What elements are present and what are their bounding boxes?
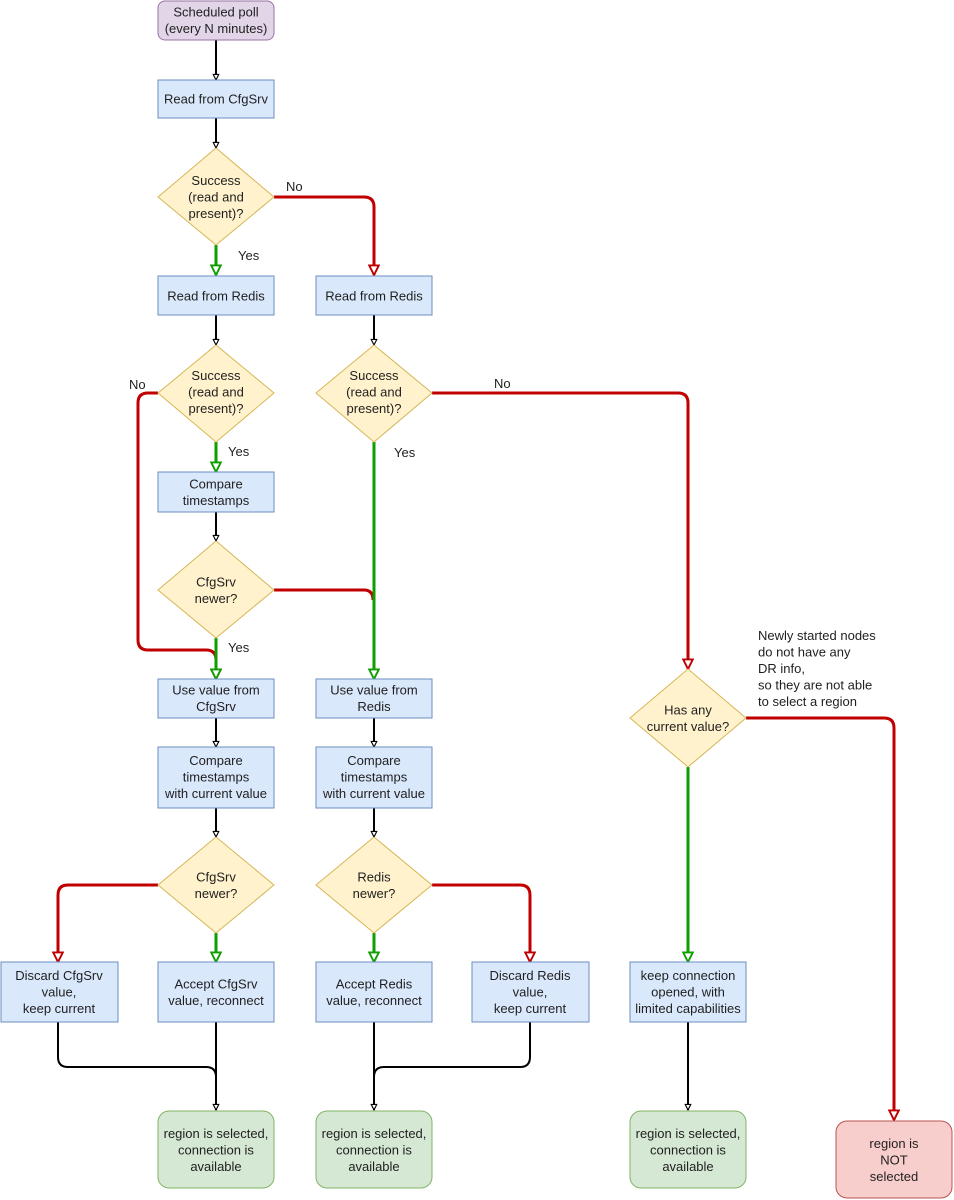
compare-current-left-box	[157, 746, 275, 809]
keep-connection-box	[629, 961, 747, 1023]
cfg-newer2-decision	[157, 836, 275, 934]
end-selected-1	[157, 1110, 275, 1189]
use-cfgsrv-box	[157, 678, 275, 719]
edge-label-lbl-yes-4: Yes	[228, 640, 250, 655]
use-redis-box	[315, 678, 433, 719]
accept-cfgsrv-box	[157, 961, 275, 1023]
edge-label-lbl-no-2: No	[129, 377, 146, 392]
edge-redis-left-no	[136, 391, 216, 679]
edge-label-lbl-no-1: No	[286, 179, 303, 194]
node-label-read-cfgsrv: Read from CfgSrv	[164, 92, 269, 107]
has-current-decision	[629, 668, 747, 768]
edge-redis-newer-no	[432, 883, 530, 962]
redis-success-right-decision	[315, 344, 433, 443]
node-label-start: Scheduled poll(every N minutes)	[165, 4, 268, 36]
end-selected-2	[315, 1110, 433, 1189]
edge-redis-right-no	[432, 391, 688, 669]
node-label-read-redis-left: Read from Redis	[167, 289, 265, 304]
edge-label-lbl-yes-2: Yes	[228, 444, 250, 459]
edge-cfg-success-no	[274, 195, 374, 275]
discard-cfgsrv-box	[0, 961, 119, 1023]
compare-timestamps-box	[157, 471, 275, 513]
edge-discard-redis-to-end	[373, 1022, 531, 1078]
read-redis-left-box	[157, 275, 275, 316]
edge-cfg-newer2-no	[58, 883, 158, 962]
redis-success-left-decision	[157, 344, 275, 443]
cfg-newer-decision	[157, 540, 275, 639]
read-cfgsrv-box	[157, 79, 275, 119]
node-label-read-redis-right: Read from Redis	[325, 289, 423, 304]
edge-label-lbl-yes-3: Yes	[394, 445, 416, 460]
edge-has-current-no	[746, 716, 894, 1120]
accept-redis-box	[315, 961, 433, 1023]
read-redis-right-box	[315, 275, 433, 316]
edge-cfg-newer-no	[274, 588, 375, 601]
edge-label-lbl-no-3: No	[494, 376, 511, 391]
compare-current-right-box	[315, 746, 433, 809]
end-not-selected	[835, 1120, 953, 1199]
cfg-success-decision	[157, 147, 275, 246]
edge-label-lbl-yes-1: Yes	[238, 248, 260, 263]
edge-discard-cfgsrv-to-end	[57, 1022, 217, 1078]
discard-redis-box	[471, 961, 590, 1023]
redis-newer-decision	[315, 836, 433, 934]
end-selected-3	[629, 1110, 747, 1189]
start-node	[157, 0, 275, 41]
